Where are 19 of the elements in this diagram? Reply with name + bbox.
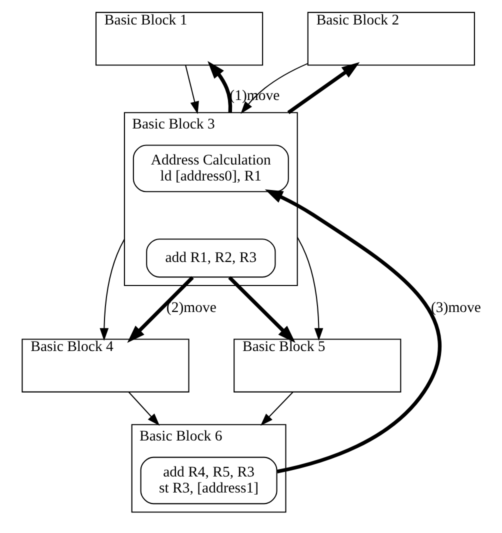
node-box: Basic Block 4 bbox=[21, 338, 189, 392]
arrow bbox=[207, 60, 232, 113]
edge-label: (2)move bbox=[166, 300, 216, 316]
node-box: add R1, R2, R3 bbox=[146, 238, 276, 278]
arrow bbox=[126, 276, 194, 343]
arrow bbox=[184, 65, 198, 114]
arrow bbox=[286, 62, 360, 114]
node-box: Basic Block 5 bbox=[233, 338, 401, 392]
arrow bbox=[296, 237, 323, 341]
arrow bbox=[264, 189, 441, 474]
arrow bbox=[228, 276, 295, 343]
node-box: Basic Block 2 bbox=[306, 12, 474, 66]
arrow bbox=[99, 238, 124, 341]
node-box: Address Calculation ld [address0], R1 bbox=[132, 144, 288, 192]
arrow bbox=[260, 392, 293, 426]
edge-label: (3)move bbox=[430, 300, 480, 316]
arrow bbox=[128, 392, 160, 426]
node-box: add R4, R5, R3 st R3, [address1] bbox=[140, 456, 277, 504]
node-box: Basic Block 1 bbox=[94, 12, 263, 66]
